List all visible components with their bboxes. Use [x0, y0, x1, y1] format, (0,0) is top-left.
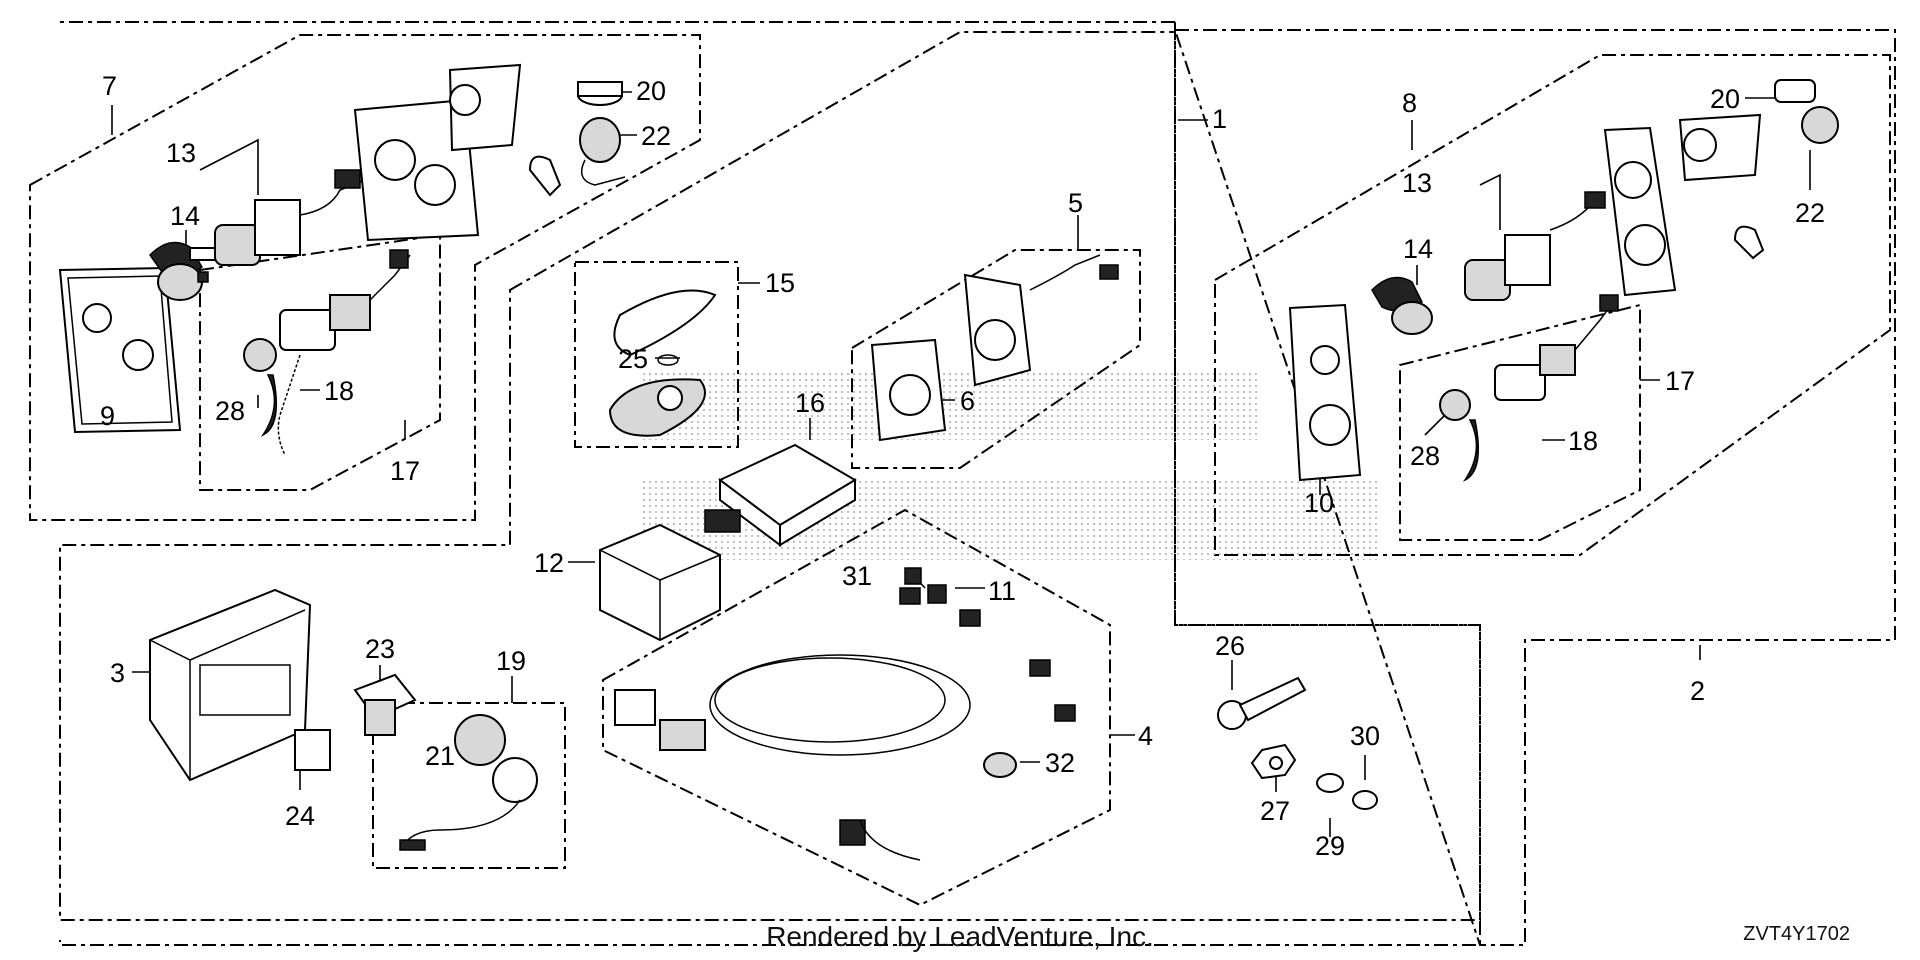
callout-3: 3 — [110, 658, 125, 688]
callout-18: 18 — [324, 376, 354, 406]
callout-6: 6 — [960, 386, 975, 416]
group-2-outline — [1173, 29, 1896, 946]
callout-28b: 28 — [1410, 441, 1440, 471]
knob-14 — [157, 263, 209, 301]
stop-switch-left — [243, 249, 411, 456]
ignition-switch — [214, 169, 366, 266]
callout-20: 20 — [636, 76, 666, 106]
ignition-switch-right — [1464, 191, 1606, 301]
callout-12: 12 — [534, 548, 564, 578]
switch-panel-plate-10 — [1288, 303, 1362, 482]
callout-4: 4 — [1138, 721, 1153, 751]
callout-26: 26 — [1215, 631, 1245, 661]
group-5-box — [851, 249, 1141, 469]
buzzer-22b — [1801, 106, 1839, 144]
control-unit-16 — [704, 443, 857, 547]
callout-14: 14 — [170, 201, 200, 231]
callout-14b: 14 — [1403, 234, 1433, 264]
bracket-top — [448, 63, 522, 152]
callout-2: 2 — [1690, 676, 1705, 706]
callout-11: 11 — [988, 576, 1016, 606]
callout-17b: 17 — [1665, 366, 1695, 396]
callout-31: 31 — [842, 561, 872, 591]
group-7-box — [29, 34, 701, 521]
rendered-by-credit: Rendered by LeadVenture, Inc. — [766, 921, 1154, 952]
knob-14b — [1391, 301, 1433, 335]
callout-22b: 22 — [1795, 198, 1825, 228]
callout-27: 27 — [1260, 796, 1290, 826]
bolt-26 — [1217, 676, 1307, 730]
bezel-6 — [870, 338, 947, 442]
clip-32 — [983, 752, 1017, 778]
callout-18b: 18 — [1568, 426, 1598, 456]
housing-3 — [149, 588, 312, 782]
cover-12 — [599, 523, 721, 642]
group-1-outline — [59, 22, 1481, 946]
connector-24 — [294, 729, 331, 771]
harness-4 — [614, 587, 1076, 861]
group-17b-box — [1399, 303, 1641, 541]
switch-panel-plate-9 — [58, 266, 182, 434]
callout-30: 30 — [1350, 721, 1380, 751]
group-15-box — [574, 261, 739, 448]
callout-13: 13 — [166, 138, 196, 168]
callout-5: 5 — [1068, 188, 1083, 218]
diagram-code: ZVT4Y1702 — [1743, 923, 1850, 945]
switch-panel-rear — [353, 98, 480, 242]
connector-11 — [927, 584, 947, 604]
callout-7: 7 — [102, 71, 117, 101]
smart-key-15 — [608, 289, 717, 437]
callout-labels: 1 2 3 4 5 6 7 8 9 10 11 12 13 13 14 14 1… — [100, 71, 1825, 861]
callout-1: 1 — [1212, 104, 1227, 134]
callout-8: 8 — [1402, 88, 1417, 118]
group-4-box — [602, 508, 1111, 907]
nut-27-hole — [1269, 756, 1283, 770]
callout-32: 32 — [1045, 748, 1075, 778]
connector-23 — [353, 673, 417, 736]
callout-28: 28 — [215, 396, 245, 426]
callout-29: 29 — [1315, 831, 1345, 861]
callout-23: 23 — [365, 634, 395, 664]
receiver-5 — [963, 254, 1119, 387]
center-box — [59, 31, 1481, 921]
buzzer-22 — [579, 117, 626, 186]
callout-17: 17 — [390, 456, 420, 486]
bracket-right — [1678, 113, 1762, 182]
callout-13b: 13 — [1402, 168, 1432, 198]
cap-20b — [1774, 79, 1816, 103]
callout-9: 9 — [100, 401, 115, 431]
callout-16: 16 — [795, 388, 825, 418]
callout-15: 15 — [765, 268, 795, 298]
callout-10: 10 — [1304, 488, 1334, 518]
callout-25: 25 — [618, 344, 648, 374]
washer-30 — [1352, 790, 1378, 810]
clip — [528, 155, 562, 197]
clip-right — [1733, 225, 1765, 260]
buzzer-19 — [399, 714, 538, 851]
callout-21: 21 — [425, 741, 455, 771]
callout-19: 19 — [496, 646, 526, 676]
stop-switch-right — [1439, 294, 1619, 482]
callout-22: 22 — [641, 121, 671, 151]
cap-20 — [577, 81, 623, 106]
switch-panel-rear-right — [1603, 126, 1677, 297]
connector-31 — [904, 567, 922, 585]
group-19-box — [372, 702, 566, 869]
callout-24: 24 — [285, 801, 315, 831]
group-17-box — [199, 233, 441, 491]
washer-29 — [1316, 773, 1344, 793]
group-8-box — [1214, 54, 1891, 556]
callout-20b: 20 — [1710, 84, 1740, 114]
